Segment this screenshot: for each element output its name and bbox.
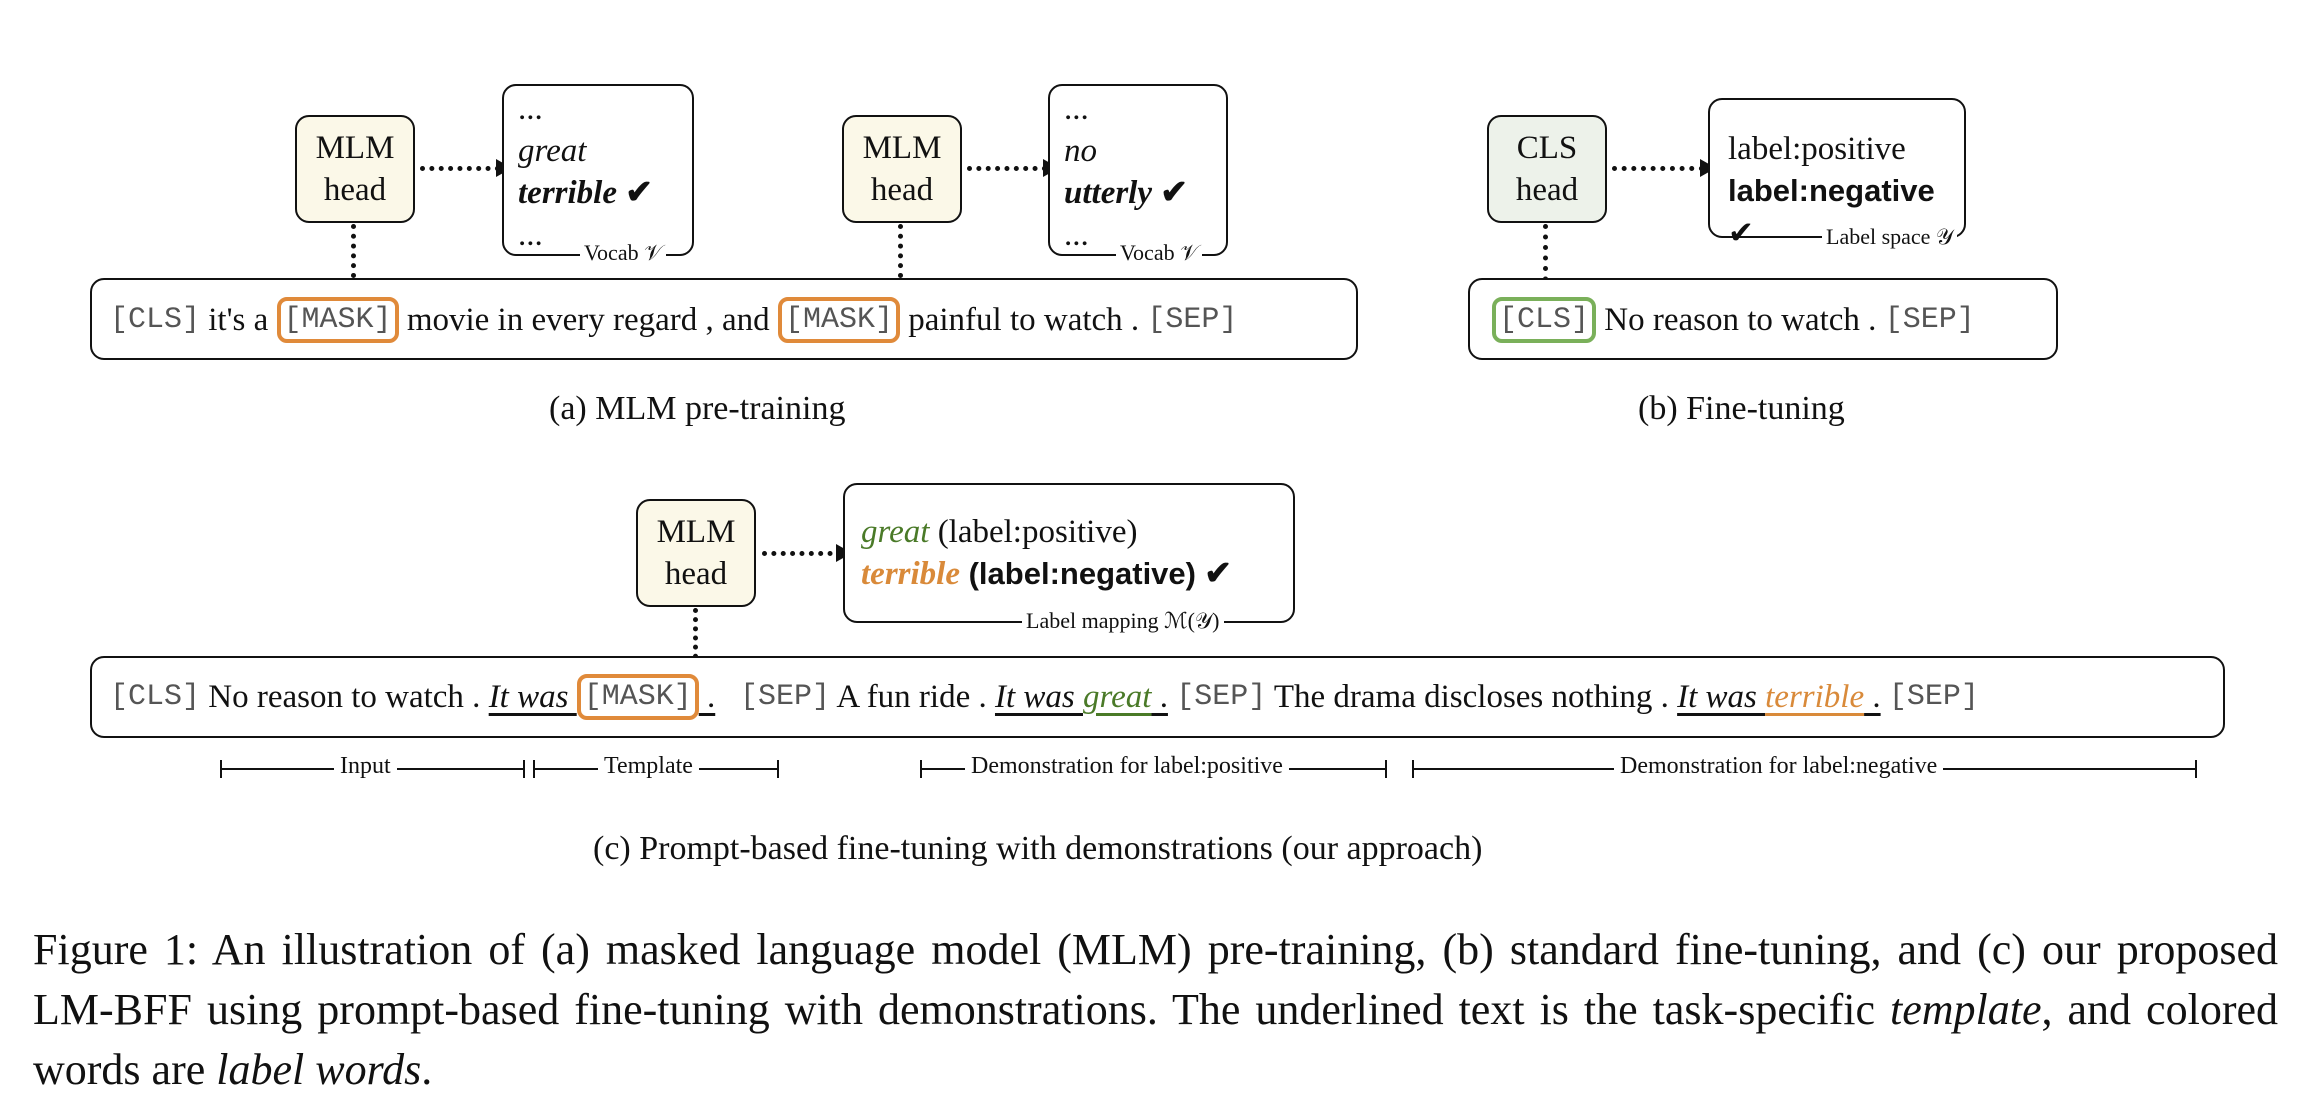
cls-head-line1: CLS — [1516, 130, 1578, 166]
span-demo-negative-label: Demonstration for label:negative — [1614, 753, 1944, 780]
caption-c: (c) Prompt-based fine-tuning with demons… — [593, 830, 1483, 867]
arrow-3-line — [1612, 166, 1704, 171]
sentence-a-text2: movie in every regard , and — [398, 301, 778, 338]
mlm-head-3: MLM head — [636, 499, 756, 607]
template-suffix: . — [698, 678, 716, 715]
sentence-c: [CLS] No reason to watch . It was [MASK]… — [110, 672, 1979, 722]
mapping-word-terrible: terrible — [861, 556, 960, 592]
label-space-box: label:positive label:negative ✔ — [1708, 98, 1966, 250]
mapping-label-positive: (label:positive) — [929, 514, 1138, 550]
check-icon: ✔ — [1728, 215, 1754, 250]
sentence-box-c — [90, 656, 2225, 738]
mlm-head-2-line1: MLM — [862, 130, 942, 166]
label-mapping-box: great (label:positive) terrible (label:n… — [843, 483, 1295, 623]
cls-head-line2: head — [1515, 172, 1579, 208]
figure-caption-label-words: label words — [216, 1045, 422, 1094]
sentence-b-text: No reason to watch . — [1596, 301, 1885, 338]
connector-head2 — [898, 224, 903, 278]
vocab1-label: Vocab 𝒱 — [580, 240, 667, 266]
demo-positive-text: A fun ride . — [830, 678, 995, 715]
figure-caption: Figure 1: An illustration of (a) masked … — [33, 920, 2278, 1100]
check-icon: ✔ — [1195, 556, 1232, 592]
vocab1-word-great: great — [518, 133, 587, 169]
cls-token: [CLS] — [110, 303, 201, 337]
label-negative: label:negative — [1728, 173, 1935, 208]
mask-token-1: [MASK] — [276, 297, 399, 343]
vocab2-label: Vocab 𝒱 — [1116, 240, 1203, 266]
arrow-1-line — [420, 166, 500, 171]
demo-negative-end: . — [1864, 678, 1881, 715]
demo-negative-text: The drama discloses nothing . — [1266, 678, 1678, 715]
figure-caption-text1: Figure 1: An illustration of (a) masked … — [33, 925, 2278, 1034]
label-space-label: Label space 𝒴 — [1822, 224, 1958, 250]
sentence-a-text3: painful to watch . — [899, 301, 1148, 338]
mlm-head-1: MLM head — [295, 115, 415, 223]
sep-token: [SEP] — [1884, 303, 1975, 337]
connector-cls-head — [1543, 224, 1548, 292]
cls-token: [CLS] — [110, 680, 201, 714]
vocab1-ellipsis-bottom: ... — [518, 217, 543, 253]
vocab1-ellipsis-top: ... — [518, 91, 543, 127]
arrow-4-line — [762, 551, 842, 556]
sentence-b: [CLS] No reason to watch . [SEP] — [1492, 295, 1975, 345]
demo-negative-label-word: terrible — [1765, 678, 1865, 715]
figure-caption-text2: , and colored words are — [33, 985, 2278, 1094]
span-input-label: Input — [334, 753, 397, 780]
template-prefix: It was — [488, 678, 577, 715]
sep-token-1: [SEP] — [739, 680, 830, 714]
mlm-head-2: MLM head — [842, 115, 962, 223]
demo-positive-label-word: great — [1083, 678, 1152, 715]
cls-token: [CLS] — [1492, 297, 1597, 343]
demo-positive-template: It was — [994, 678, 1083, 715]
vocab-box-2: ... no utterly ✔ ... — [1048, 84, 1228, 256]
mapping-word-great: great — [861, 514, 930, 550]
sep-token-3: [SEP] — [1888, 680, 1979, 714]
sentence-c-input: No reason to watch . — [200, 678, 489, 715]
mask-token-2: [MASK] — [777, 297, 900, 343]
vocab2-word-no: no — [1064, 133, 1097, 169]
mapping-label-negative: (label:negative) — [959, 556, 1196, 591]
caption-b: (b) Fine-tuning — [1638, 390, 1845, 427]
figure-caption-text3: . — [421, 1045, 433, 1094]
demo-positive-end: . — [1151, 678, 1168, 715]
mlm-head-1-line2: head — [323, 172, 387, 208]
vocab2-ellipsis-bottom: ... — [1064, 217, 1089, 253]
sep-token-2: [SEP] — [1176, 680, 1267, 714]
sentence-box-a — [90, 278, 1358, 360]
mask-token: [MASK] — [576, 674, 699, 720]
label-positive: label:positive — [1728, 131, 1906, 167]
sentence-box-b — [1468, 278, 2058, 360]
vocab1-word-terrible: terrible — [518, 175, 617, 211]
sep-token: [SEP] — [1147, 303, 1238, 337]
span-demo-positive-label: Demonstration for label:positive — [965, 753, 1289, 780]
mlm-head-2-line2: head — [870, 172, 934, 208]
connector-head3 — [693, 608, 698, 668]
connector-head1 — [351, 224, 356, 278]
check-icon: ✔ — [1160, 175, 1188, 211]
sentence-a-text1: it's a — [200, 301, 277, 338]
mlm-head-3-line1: MLM — [656, 514, 736, 550]
vocab-box-1: ... great terrible ✔ ... — [502, 84, 694, 256]
label-mapping-label: Label mapping ℳ(𝒴) — [1022, 608, 1224, 634]
vocab2-word-utterly: utterly — [1064, 175, 1152, 211]
figure-caption-template: template — [1890, 985, 2042, 1034]
vocab2-ellipsis-top: ... — [1064, 91, 1089, 127]
mlm-head-1-line1: MLM — [315, 130, 395, 166]
cls-head: CLS head — [1487, 115, 1607, 223]
sentence-a: [CLS] it's a [MASK] movie in every regar… — [110, 295, 1237, 345]
demo-negative-template: It was — [1677, 678, 1766, 715]
check-icon: ✔ — [625, 175, 653, 211]
mlm-head-3-line2: head — [664, 556, 728, 592]
caption-a: (a) MLM pre-training — [549, 390, 846, 427]
span-template-label: Template — [598, 753, 699, 780]
arrow-2-line — [967, 166, 1047, 171]
